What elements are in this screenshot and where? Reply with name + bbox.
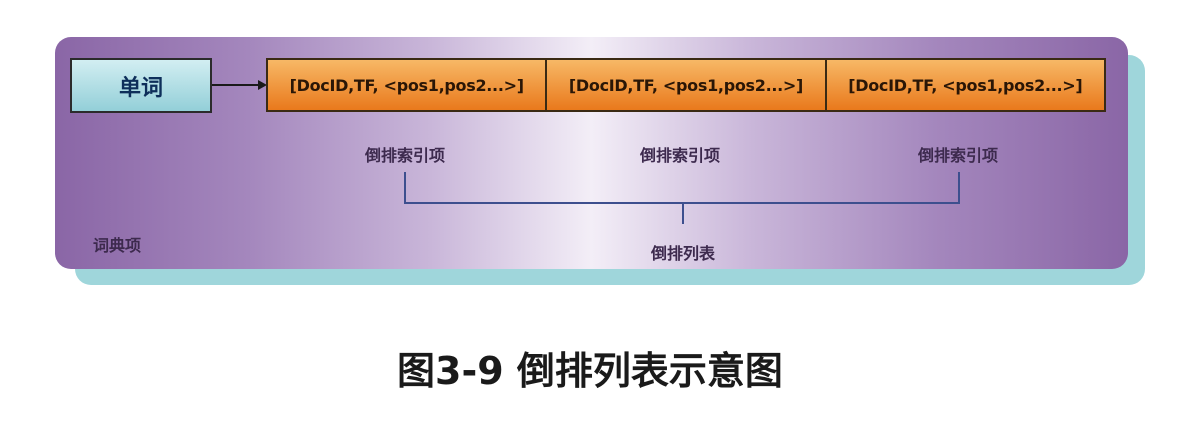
bracket-left-leg: [404, 172, 406, 204]
word-box: 单词: [70, 58, 212, 113]
figure-caption: 图3-9 倒排列表示意图: [397, 349, 783, 393]
posting-entry: [DocID,TF, <pos1,pos2...>]: [289, 75, 524, 95]
arrow-head-icon: [258, 80, 267, 90]
word-label: 单词: [118, 75, 163, 101]
posting-entry: [DocID,TF, <pos1,pos2...>]: [824, 60, 1104, 110]
posting-item-label: 倒排索引项: [639, 146, 721, 165]
dictionary-item-label: 词典项: [93, 236, 142, 255]
postings-bar: [DocID,TF, <pos1,pos2...>] [DocID,TF, <p…: [266, 58, 1106, 112]
postings-list-label: 倒排列表: [650, 244, 716, 263]
posting-entry: [DocID,TF, <pos1,pos2...>]: [545, 60, 824, 110]
posting-item-label: 倒排索引项: [364, 146, 446, 165]
bracket-stem: [682, 202, 684, 224]
bracket-right-leg: [958, 172, 960, 204]
arrow-shaft: [212, 84, 262, 86]
posting-item-label: 倒排索引项: [917, 146, 999, 165]
